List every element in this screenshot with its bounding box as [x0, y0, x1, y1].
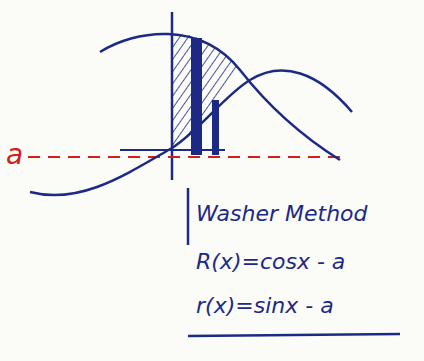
cos-curve	[100, 34, 340, 160]
y-axis	[171, 12, 174, 180]
x-axis	[120, 149, 225, 151]
shaded-region	[172, 34, 240, 148]
washer-strip	[191, 38, 202, 155]
axis-of-rotation	[28, 156, 345, 158]
axis-label: a	[6, 140, 23, 171]
sin-curve	[30, 70, 352, 195]
inner-radius: r(x)=sinx - a	[196, 294, 334, 318]
method-note: Washer Method	[196, 202, 368, 226]
underline	[188, 334, 400, 336]
outer-radius: R(x)=cosx - a	[196, 250, 345, 274]
margin-line	[187, 188, 190, 245]
